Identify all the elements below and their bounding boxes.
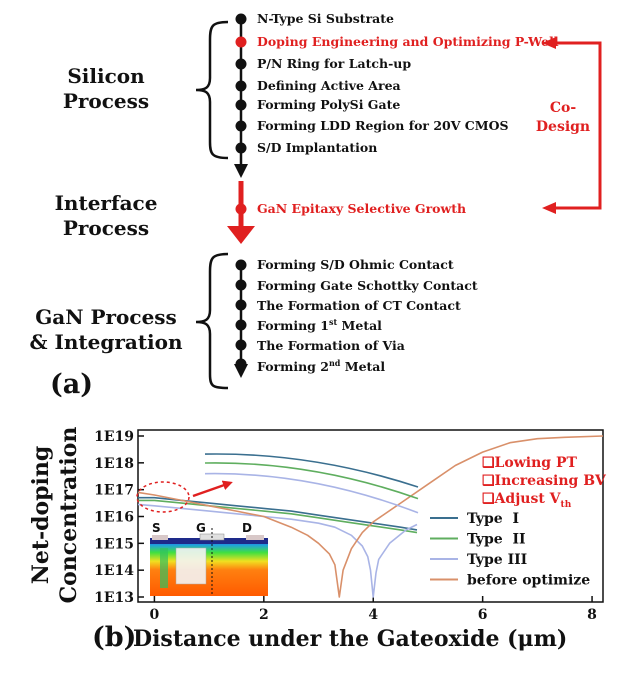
zoom-line-2 <box>204 462 419 500</box>
legend-label-3: Type III <box>467 552 527 568</box>
gan-steps: Forming S/D Ohmic Contact Forming Gate S… <box>235 257 478 374</box>
interface-process-label-line2: Process <box>63 216 149 240</box>
zoom-arrow <box>192 480 233 498</box>
process-flow: N-Type Si Substrate Doping Engineering a… <box>29 11 602 400</box>
x-tick-label: 0 <box>150 607 160 623</box>
y-tick-label: 1E13 <box>94 590 134 606</box>
y-tick-label: 1E17 <box>94 483 134 499</box>
step-dot <box>235 358 247 370</box>
silicon-step-5: Forming PolySi Gate <box>257 97 400 112</box>
doping-chart: 1E13 1E14 1E15 1E16 1E17 1E18 1E19 0 2 4 6 8 S G D… <box>28 427 607 653</box>
gan-brace <box>195 252 229 390</box>
step-dot <box>235 319 247 331</box>
zoom-line-3 <box>204 472 419 514</box>
step-dot-highlight <box>235 36 247 48</box>
inset-label-source: S <box>152 521 161 535</box>
inset-left-well <box>160 548 168 588</box>
x-tick-label: 6 <box>478 607 488 623</box>
codesign-arrow-bottom <box>542 202 556 214</box>
interface-step: GaN Epitaxy Selective Growth <box>257 201 466 216</box>
silicon-brace <box>195 20 229 160</box>
step-dot <box>235 259 247 271</box>
chart-legend: Type I Type II Type III before optimize <box>430 511 590 589</box>
x-axis-ticks: 0 2 4 6 8 <box>150 596 597 623</box>
step-dot <box>235 99 247 111</box>
gan-process-label: GaN Process <box>35 305 177 329</box>
y-axis-label-line2: Concentration <box>56 427 82 604</box>
silicon-flow-arrowhead <box>234 164 248 178</box>
x-tick-label: 4 <box>368 607 378 623</box>
optimization-notes: ❑Lowing PT ❑Increasing BV ❑Adjust Vth <box>482 455 607 510</box>
series-lines <box>137 435 604 598</box>
x-axis-label: Distance under the Gateoxide (μm) <box>133 626 567 652</box>
codesign-label-line2: Design <box>536 119 590 135</box>
inset-label-drain: D <box>242 521 252 535</box>
inset-legend-box <box>175 547 207 585</box>
x-tick-label: 2 <box>259 607 269 623</box>
silicon-step-3: P/N Ring for Latch-up <box>257 56 411 71</box>
gan-step-1: Forming S/D Ohmic Contact <box>257 257 454 272</box>
inset-label-gate: G <box>196 521 206 535</box>
interface-process-label: Interface <box>55 191 158 215</box>
step-dot <box>235 80 247 92</box>
interface-step-dot <box>235 203 247 215</box>
inset-drain-contact <box>246 535 264 540</box>
gan-step-3: The Formation of CT Contact <box>257 298 461 313</box>
inset-gate-oxide <box>150 538 268 544</box>
step-dot <box>235 299 247 311</box>
step-dot <box>235 339 247 351</box>
zoom-line-1 <box>204 453 419 488</box>
y-tick-label: 1E15 <box>94 536 134 552</box>
step-dot <box>235 279 247 291</box>
step-dot <box>235 13 247 25</box>
step-dot <box>235 142 247 154</box>
silicon-step-6: Forming LDD Region for 20V CMOS <box>257 118 509 133</box>
panel-a-label: (a) <box>50 369 93 400</box>
note-adjust-vth: ❑Adjust Vth <box>482 491 572 510</box>
silicon-step-4: Defining Active Area <box>257 78 401 93</box>
step-dot <box>235 58 247 70</box>
gan-step-2: Forming Gate Schottky Contact <box>257 278 478 293</box>
legend-label-1: Type I <box>467 511 519 527</box>
y-tick-label: 1E19 <box>94 429 134 445</box>
gan-process-label-line2: & Integration <box>29 330 183 354</box>
legend-label-4: before optimize <box>467 573 590 589</box>
note-lowing-pt: ❑Lowing PT <box>482 455 577 471</box>
silicon-step-1: N-Type Si Substrate <box>257 11 394 26</box>
zoom-region-ellipse <box>136 481 190 513</box>
silicon-step-2: Doping Engineering and Optimizing P-Well <box>257 34 559 49</box>
panel-b-label: (b) <box>92 622 136 653</box>
silicon-process-label: Silicon <box>67 64 145 88</box>
legend-label-2: Type II <box>467 532 526 548</box>
gan-step-6: Forming 2nd Metal <box>257 358 385 374</box>
y-tick-label: 1E16 <box>94 510 134 526</box>
device-cross-section-inset: S G D <box>150 521 268 596</box>
interface-flow-arrowhead <box>227 226 255 244</box>
codesign-bracket <box>548 41 602 210</box>
step-dot <box>235 120 247 132</box>
gan-step-5: The Formation of Via <box>257 338 405 353</box>
y-axis-label: Net-doping <box>28 446 54 585</box>
inset-source-contact <box>152 535 168 540</box>
silicon-step-7: S/D Implantation <box>257 140 377 155</box>
series-line-4 <box>137 435 604 598</box>
note-increasing-bv: ❑Increasing BV <box>482 473 607 489</box>
series-line-3 <box>137 503 418 598</box>
silicon-process-label-line2: Process <box>63 89 149 113</box>
y-axis-ticks: 1E13 1E14 1E15 1E16 1E17 1E18 1E19 <box>94 429 144 606</box>
inset-substrate <box>150 538 268 596</box>
gan-step-4: Forming 1st Metal <box>257 317 382 333</box>
codesign-arrow-top <box>542 37 556 49</box>
x-tick-label: 8 <box>587 607 597 623</box>
series-line-2 <box>138 499 418 534</box>
y-tick-label: 1E18 <box>94 456 134 472</box>
silicon-steps: N-Type Si Substrate Doping Engineering a… <box>235 11 559 155</box>
codesign-label: Co- <box>550 100 576 116</box>
y-tick-label: 1E14 <box>94 563 134 579</box>
zoom-inset-lines <box>204 453 419 514</box>
